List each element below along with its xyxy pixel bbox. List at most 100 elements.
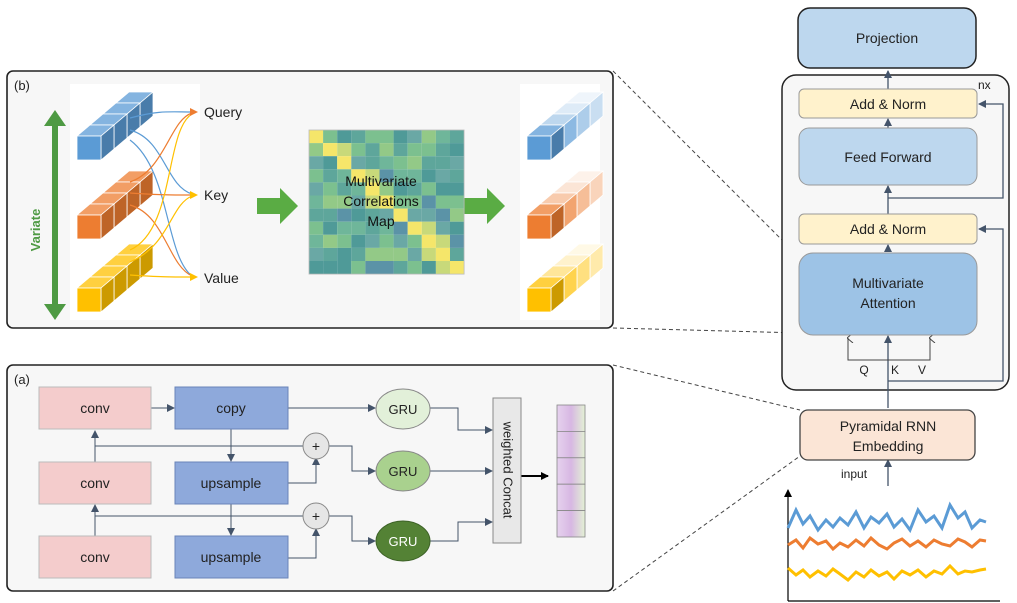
heatmap-cell	[309, 208, 324, 222]
heatmap-cell	[393, 182, 408, 196]
add-norm-label-top: Add & Norm	[850, 96, 926, 112]
heatmap-cell	[407, 234, 422, 248]
sum-node-1	[302, 432, 330, 460]
heatmap-cell	[450, 234, 465, 248]
heatmap-cell	[450, 208, 465, 222]
heatmap-cell	[379, 169, 394, 183]
sum-symbol-2: +	[312, 508, 320, 524]
heatmap-cell	[365, 261, 380, 275]
heatmap-cell	[421, 221, 436, 235]
copy-box	[174, 386, 289, 430]
qkv-connections	[129, 111, 193, 278]
heatmap-cell	[351, 169, 366, 183]
repeat-label: nx	[978, 78, 991, 92]
gru-node-1	[375, 388, 431, 430]
variate-arrow	[44, 110, 66, 320]
heatmap-cell	[435, 182, 450, 196]
input-stack-yellow	[75, 243, 155, 313]
heatmap-cell	[435, 130, 450, 144]
key-label: Key	[204, 187, 228, 203]
upsample-box-2	[174, 535, 289, 579]
heatmap-cell	[379, 130, 394, 144]
heatmap-cell	[323, 130, 338, 144]
heatmap-cell	[323, 169, 338, 183]
sum-node-2	[302, 502, 330, 530]
input-label: input	[841, 467, 868, 481]
embedding-label-line1: Pyramidal RNN	[840, 418, 936, 434]
heatmap-cell	[379, 195, 394, 209]
heatmap-cell	[435, 208, 450, 222]
add-norm-block-bottom	[798, 213, 978, 245]
upsample-label-2: upsample	[201, 549, 262, 565]
heatmap-cell	[407, 221, 422, 235]
heatmap-cell	[309, 182, 324, 196]
heatmap-cell	[407, 169, 422, 183]
gru-label-1: GRU	[389, 402, 418, 417]
heatmap-cell	[393, 261, 408, 275]
heatmap-cell	[393, 195, 408, 209]
upsample-label-1: upsample	[201, 475, 262, 491]
heatmap-cell	[435, 169, 450, 183]
output-stack-yellow-cube-front	[526, 287, 552, 313]
input-stack-blue-cube-front	[76, 135, 102, 161]
transformer-stack: nx Projection Add & Norm Feed Forward Ad…	[781, 7, 1010, 602]
panel-a-label: (a)	[14, 372, 30, 387]
gru-label-3: GRU	[389, 534, 418, 549]
heatmap-cell	[323, 261, 338, 275]
heatmap-cell	[351, 156, 366, 170]
heatmap-cell	[379, 143, 394, 157]
heatmap-cell	[323, 234, 338, 248]
heatmap-cell	[407, 195, 422, 209]
heatmap-cell	[309, 247, 324, 261]
heatmap-cell	[407, 247, 422, 261]
embedding-cell	[556, 510, 586, 538]
heatmap-cell	[365, 143, 380, 157]
heatmap-cell	[421, 208, 436, 222]
heatmap-cell	[450, 130, 465, 144]
conv-label-3: conv	[80, 549, 110, 565]
heatmap-cell	[450, 143, 465, 157]
heatmap-cell	[337, 221, 352, 235]
heatmap-cell	[351, 143, 366, 157]
input-stack-yellow-cube-front	[76, 287, 102, 313]
heatmap-cell	[450, 221, 465, 235]
heatmap-cell	[365, 247, 380, 261]
embedding-cell	[556, 483, 586, 512]
heatmap-cell	[351, 221, 366, 235]
heatmap-cell	[323, 221, 338, 235]
heatmap-cell	[309, 195, 324, 209]
heatmap-cell	[393, 156, 408, 170]
panel-a-frame	[6, 364, 614, 592]
heatmap-cell	[309, 169, 324, 183]
conv-label-2: conv	[80, 475, 110, 491]
heatmap-cell	[379, 221, 394, 235]
add-norm-label-bottom: Add & Norm	[850, 221, 926, 237]
panel-b: (b) Variate Query Ke	[6, 70, 614, 329]
qkv-arrowheads	[190, 108, 198, 281]
pyramidal-rnn-embedding-block	[799, 409, 976, 461]
heatmap-cell	[365, 156, 380, 170]
panel-b-label: (b)	[14, 78, 30, 93]
heatmap-cell	[421, 261, 436, 275]
heatmap-cell	[421, 195, 436, 209]
heatmap-cell	[435, 143, 450, 157]
output-stack-blue-cube-front	[526, 135, 552, 161]
heatmap-cell	[365, 195, 380, 209]
heatmap-cell	[379, 234, 394, 248]
stack-connectors	[884, 70, 1004, 486]
map-title-line2: Correlations	[343, 193, 418, 209]
heatmap-cell	[393, 247, 408, 261]
upsample-box-1	[174, 461, 289, 505]
heatmap-cell	[337, 247, 352, 261]
panel-a-connectors	[91, 404, 493, 559]
heatmap-cell	[379, 208, 394, 222]
input-stack-orange-cube-front	[76, 214, 102, 240]
gru-label-2: GRU	[389, 464, 418, 479]
weighted-concat-box	[492, 397, 522, 544]
heatmap-cell	[337, 130, 352, 144]
heatmap-cell	[435, 156, 450, 170]
heatmap-cell	[309, 130, 324, 144]
heatmap-cell	[407, 130, 422, 144]
map-title-line3: Map	[367, 213, 394, 229]
